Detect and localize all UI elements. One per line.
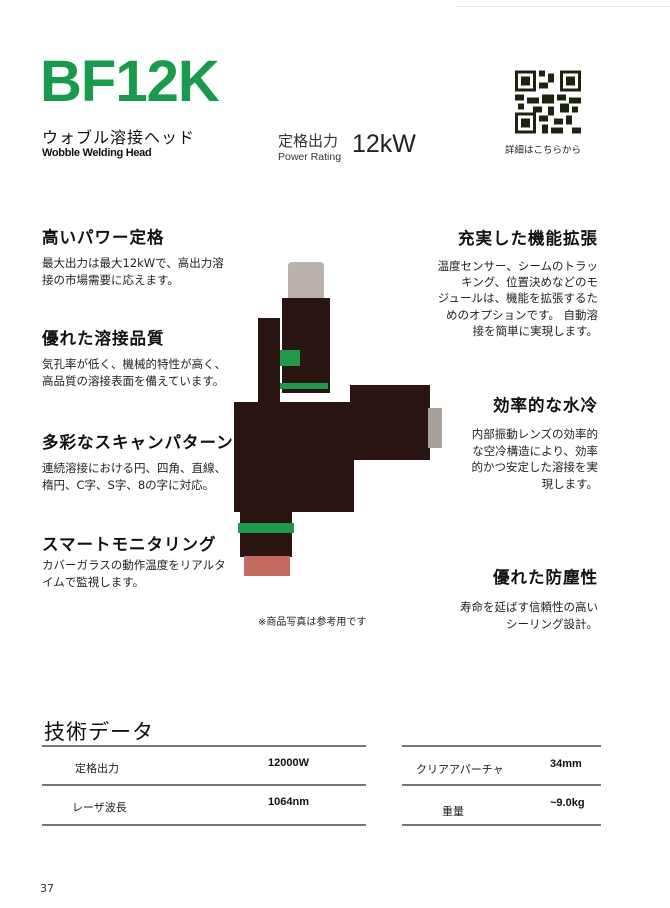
power-rating-label-en: Power Rating: [278, 151, 342, 163]
feature-title: 優れた溶接品質: [42, 329, 165, 348]
feature-scan-patterns: 多彩なスキャンパターン 連続溶接における円、四角、直線、楕円、C字、S字、8の字…: [42, 429, 234, 493]
spec-value: 34mm: [550, 758, 582, 770]
feature-text: 連続溶接における円、四角、直線、楕円、C字、S字、8の字に対応。: [42, 461, 226, 492]
product-name-en: Wobble Welding Head: [42, 147, 152, 159]
divider: [42, 784, 366, 786]
divider: [402, 745, 601, 747]
feature-title: 充実した機能拡張: [458, 229, 598, 248]
feature-text: カバーガラスの動作温度をリアルタイムで監視します。: [42, 558, 226, 589]
spec-value: 12000W: [268, 757, 309, 769]
power-rating-value: 12kW: [352, 130, 416, 158]
feature-expansion: 充実した機能拡張 温度センサー、シームのトラッキング、位置決めなどのモジュールは…: [437, 225, 598, 339]
feature-title: 高いパワー定格: [42, 228, 165, 247]
spec-label: クリアアパーチャ: [416, 763, 504, 776]
page-number: 37: [40, 882, 54, 895]
feature-monitoring: スマートモニタリング カバーガラスの動作温度をリアルタイムで監視します。: [42, 531, 226, 590]
divider: [402, 784, 601, 786]
power-rating-label-jp: 定格出力: [278, 132, 339, 150]
product-model: BF12K: [40, 49, 220, 114]
qr-caption: 詳細はこちらから: [505, 145, 582, 156]
feature-text: 温度センサー、シームのトラッキング、位置決めなどのモジュールは、機能を拡張するた…: [437, 259, 598, 338]
feature-title: 優れた防塵性: [493, 568, 598, 587]
feature-text: 気孔率が低く、機械的特性が高く、高品質の溶接表面を備えています。: [42, 357, 226, 388]
product-name-jp: ウォブル溶接ヘッド: [42, 128, 196, 147]
spec-value: 1064nm: [268, 796, 309, 808]
feature-power: 高いパワー定格 最大出力は最大12kWで、高出力溶接の市場需要に応えます。: [42, 224, 224, 288]
feature-text: 最大出力は最大12kWで、高出力溶接の市場需要に応えます。: [42, 256, 224, 287]
divider: [42, 824, 366, 826]
photo-caption: ※商品写真は参考用です: [258, 617, 367, 628]
feature-quality: 優れた溶接品質 気孔率が低く、機械的特性が高く、高品質の溶接表面を備えています。: [42, 325, 226, 389]
feature-cooling: 効率的な水冷 内部振動レンズの効率的な空冷構造により、効率的かつ安定した溶接を実…: [472, 392, 599, 492]
spec-label: 定格出力: [75, 762, 119, 775]
spec-value: ~9.0kg: [550, 797, 585, 809]
feature-title: 多彩なスキャンパターン: [42, 433, 234, 452]
qr-code-icon[interactable]: [515, 70, 581, 134]
specs-title: 技術データ: [44, 720, 154, 744]
feature-text: 内部振動レンズの効率的な空冷構造により、効率的かつ安定した溶接を実現します。: [471, 427, 599, 491]
spec-label: レーザ波長: [72, 801, 127, 814]
top-rule: [455, 6, 670, 7]
feature-title: 効率的な水冷: [493, 396, 598, 415]
feature-text: 寿命を延ばす信頼性の高いシーリング設計。: [460, 600, 598, 631]
divider: [42, 745, 366, 747]
feature-dustproof: 優れた防塵性 寿命を延ばす信頼性の高いシーリング設計。: [460, 564, 598, 632]
spec-label: 重量: [442, 805, 464, 818]
divider: [402, 824, 601, 826]
feature-title: スマートモニタリング: [42, 535, 217, 554]
